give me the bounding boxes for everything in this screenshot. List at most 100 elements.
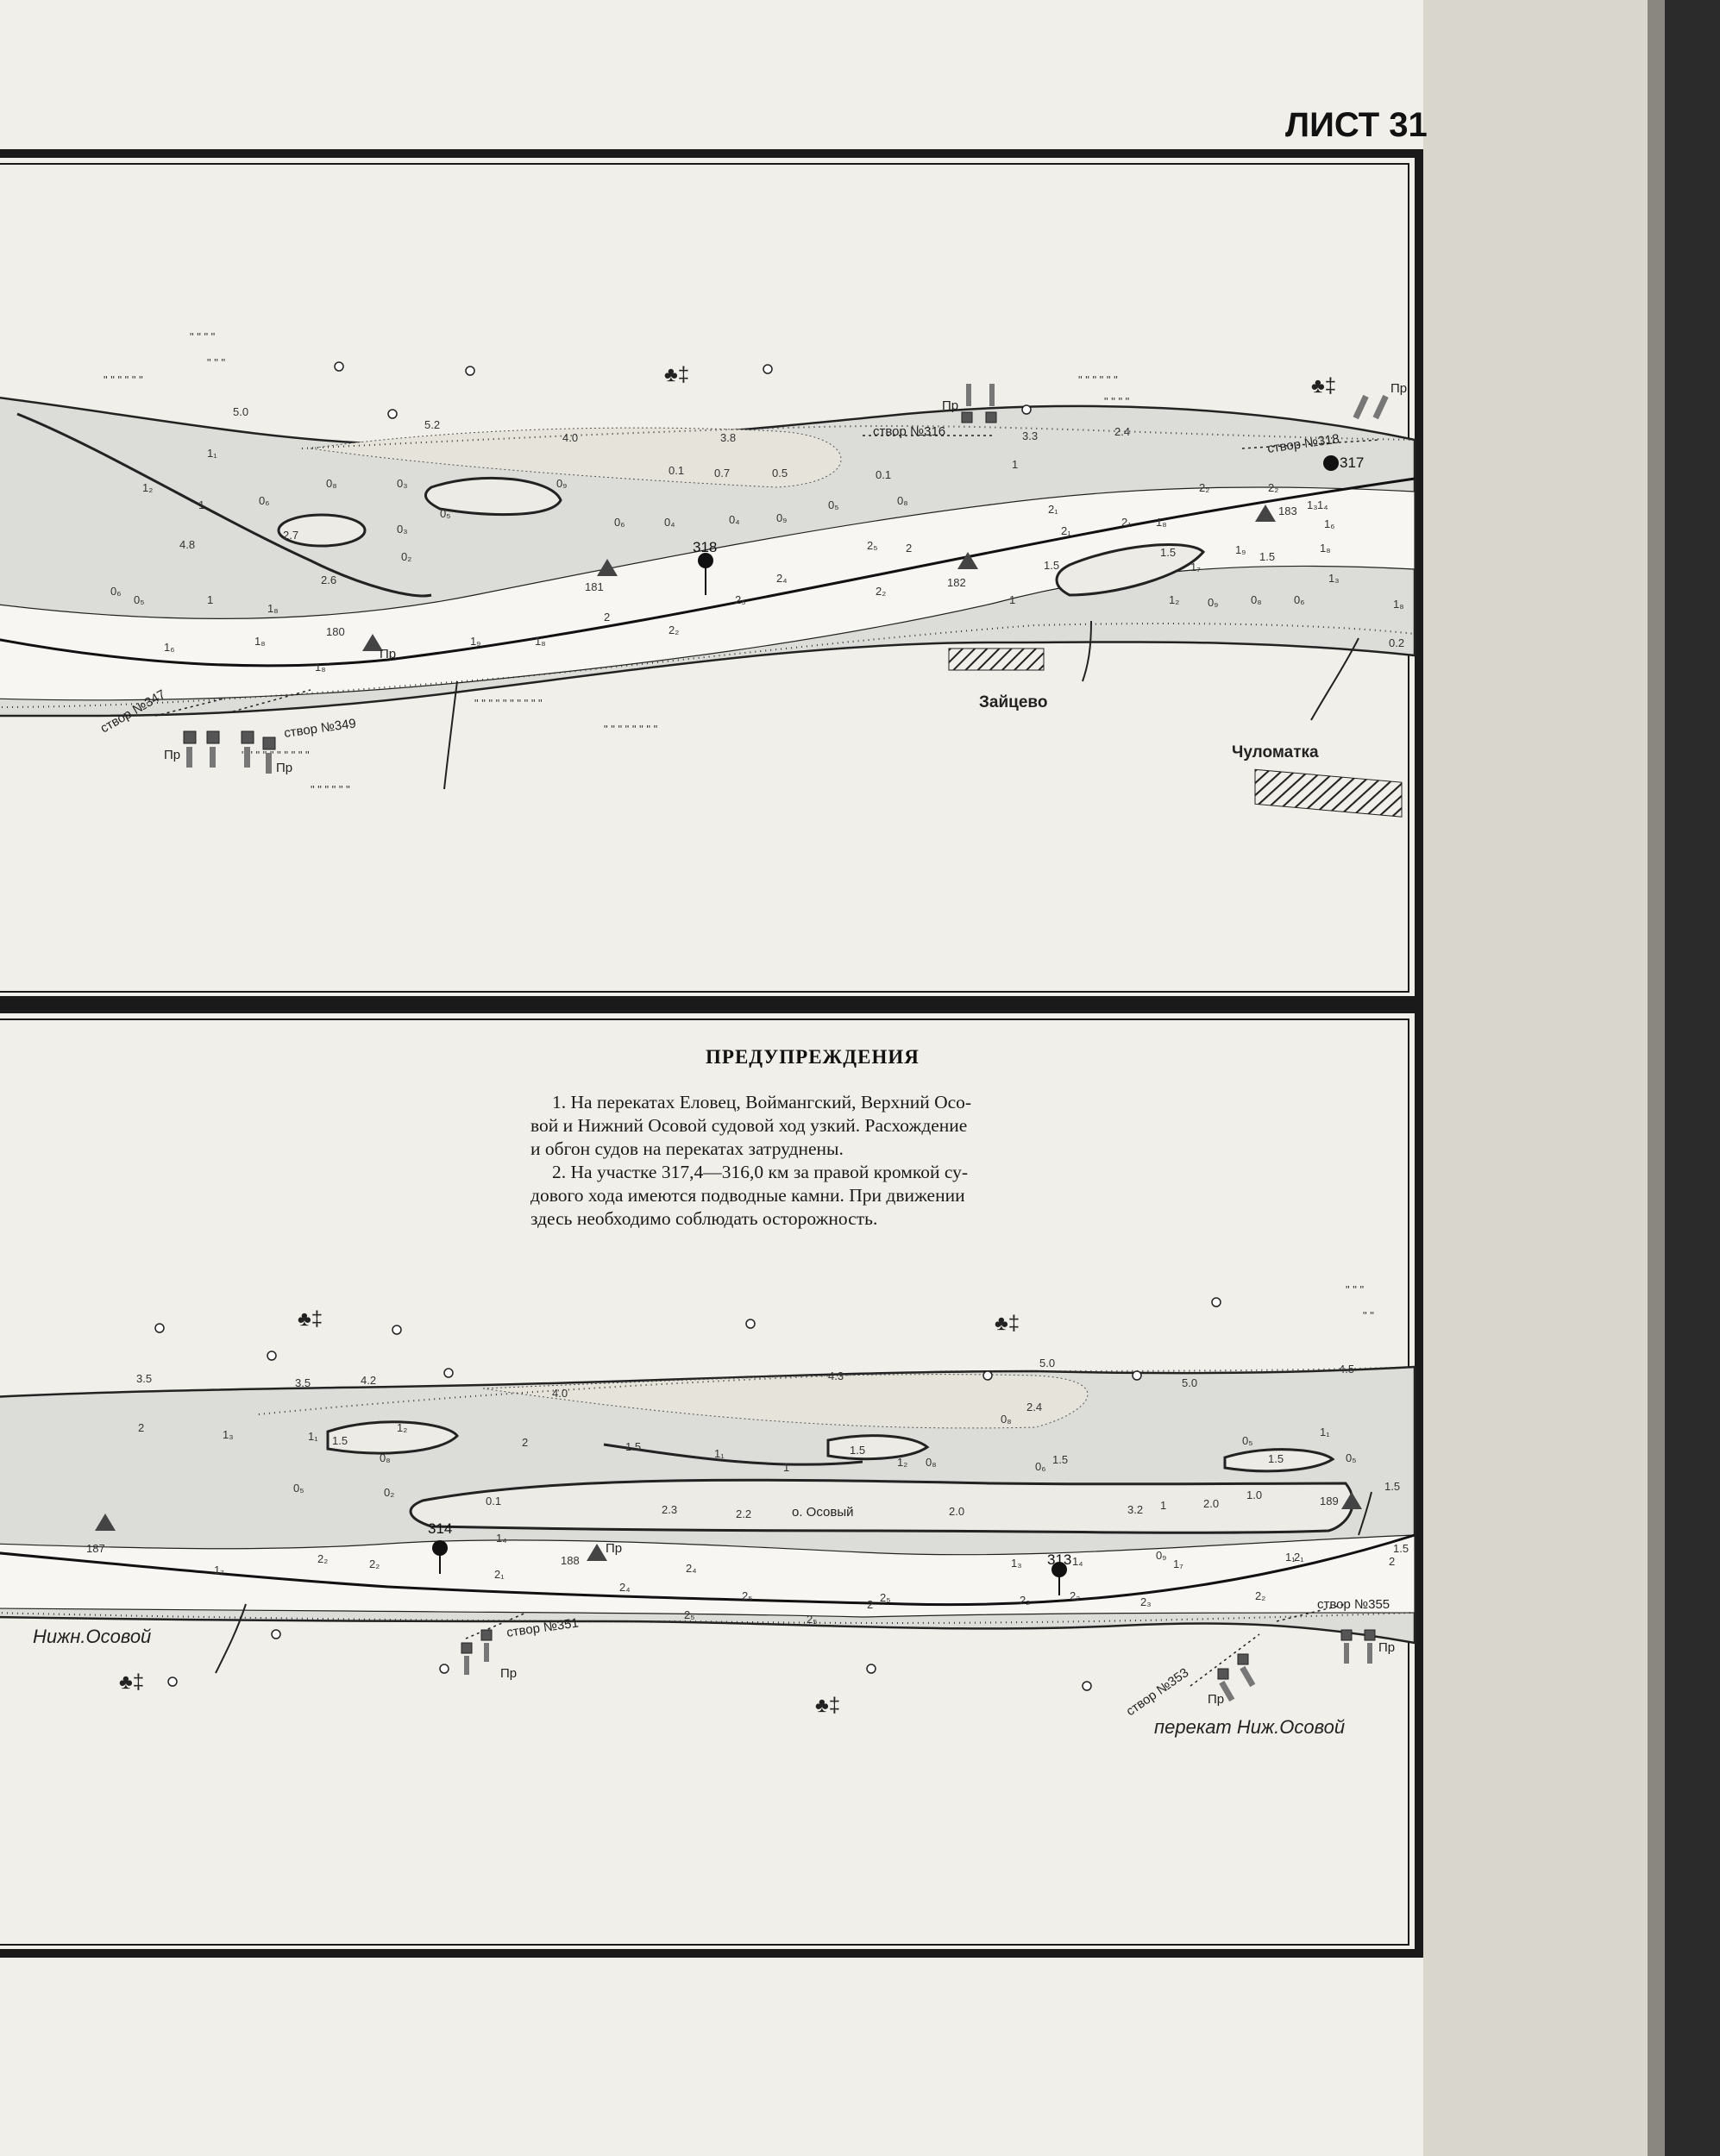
depth-sounding: 1.5 <box>850 1444 865 1457</box>
sign-label: Пр <box>164 748 180 762</box>
depth-sounding: 1.0 <box>1246 1489 1262 1501</box>
depth-sounding: 0.2 <box>1389 636 1404 649</box>
depth-sounding: 1₈ <box>535 635 546 648</box>
depth-sounding: 1₂ <box>142 481 153 494</box>
settlement-zaytsevo <box>948 648 1045 671</box>
depth-sounding: 2₂ <box>669 624 679 636</box>
km-marker-317: 317 <box>1323 454 1364 471</box>
depth-sounding: 2.0 <box>1203 1497 1219 1510</box>
depth-sounding: 0₅ <box>440 507 450 520</box>
svg-text:" " " " " " " ": " " " " " " " " " " <box>242 749 310 761</box>
sheet-title: ЛИСТ 31 <box>1285 106 1428 144</box>
island-bottom-2 <box>826 1434 930 1461</box>
depth-sounding: 0₉ <box>1156 1549 1166 1562</box>
depth-sounding: 0₈ <box>380 1451 391 1464</box>
landmark-circles-top <box>334 361 1032 419</box>
nav-signs-bottom: Пр Пр Пр Пр <box>461 1541 1395 1707</box>
shoal-line-bottom <box>603 1443 863 1466</box>
svg-text:" " " " " " " ": " " " " " " " " <box>604 723 658 736</box>
km-marker-314: 314 <box>428 1520 452 1574</box>
depth-sounding: 2.3 <box>662 1503 677 1516</box>
right-bank-bottom <box>0 1612 1416 1624</box>
channel-top <box>0 486 1416 701</box>
svg-text:" " " " " ": " " " " " " <box>104 373 143 386</box>
stream-3 <box>1310 637 1359 721</box>
buoy-187: 187 <box>86 1514 116 1555</box>
depth-sounding: 1₁ <box>1320 1426 1330 1438</box>
landmark-circles-bottom <box>154 1297 1221 1691</box>
depth-sounding: 0₆ <box>614 516 625 529</box>
depth-sounding: 1₃ <box>1328 572 1340 585</box>
right-bank-top <box>0 623 1416 708</box>
depth-sounding: 1 <box>1160 1499 1166 1512</box>
depth-sounding: 0₆ <box>1035 1460 1045 1473</box>
depth-sounding: 0₃ <box>397 523 408 536</box>
island-bottom-3 <box>1223 1448 1335 1473</box>
depth-sounding: 1₇ <box>1190 561 1201 573</box>
depth-sounding: 3.2 <box>1127 1503 1143 1516</box>
depth-sounding: 0₈ <box>926 1456 937 1469</box>
depth-sounding: 2₂ <box>1020 1594 1030 1607</box>
depth-sounding: 2₂ <box>1199 481 1209 494</box>
depth-sounding: 0₉ <box>776 511 787 524</box>
depth-sounding: 2.0 <box>949 1505 964 1518</box>
depth-sounding: 1₄ <box>1072 1555 1083 1568</box>
place-zaytsevo: Зайцево <box>979 693 1047 711</box>
buoy-189: 189 <box>1320 1492 1362 1509</box>
buoy-label: 183 <box>1278 505 1297 517</box>
depth-sounding: 5.2 <box>424 418 440 431</box>
depth-sounding: 1.5 <box>1259 550 1275 563</box>
depth-sounding: 1₂ <box>897 1456 907 1469</box>
depth-sounding: 1₈ <box>254 635 266 648</box>
depth-sounding: 0.5 <box>772 467 788 479</box>
meadow-symbols-bottom: " " " " " <box>1346 1283 1374 1322</box>
depth-sounding: 1₈ <box>1156 516 1167 529</box>
svg-text:" " " ": " " " " <box>190 330 216 343</box>
buoy-label: 182 <box>947 576 966 589</box>
warning-2-line-2: дового хода имеются подводные камни. При… <box>530 1185 965 1206</box>
depth-sounding: 4.3 <box>828 1369 844 1382</box>
settlement-chulomatka <box>1254 768 1403 818</box>
warning-2-line-3: здесь необходимо соблюдать осторожность. <box>530 1208 877 1229</box>
depth-sounding: 0₅ <box>828 498 838 511</box>
stvor-line-349 <box>232 689 311 712</box>
island-top-1 <box>424 476 562 517</box>
sign-label: Пр <box>942 398 958 413</box>
depth-sounding: 2₅ <box>735 593 745 606</box>
depth-sounding: 2.4 <box>1114 425 1130 438</box>
depth-sounding: 1₇ <box>1173 1557 1183 1570</box>
warning-1-line-2: вой и Нижний Осовой судовой ход узкий. Р… <box>530 1115 967 1136</box>
stream-4 <box>215 1603 247 1674</box>
sign-label: Пр <box>1208 1692 1224 1707</box>
depth-sounding: 0₉ <box>1208 596 1218 609</box>
depth-sounding: 1₂ <box>1169 593 1179 606</box>
depth-sounding: 2₁ <box>494 1568 505 1581</box>
buoy-label: 180 <box>326 625 345 638</box>
island-top-2 <box>277 513 367 548</box>
stvor-label: створ №316 <box>873 424 945 439</box>
depth-sounding: 4.0 <box>562 431 578 444</box>
place-chulomatka: Чуломатка <box>1232 743 1319 761</box>
depth-sounding: 2₅ <box>867 539 877 552</box>
depth-sounding: 2₂ <box>317 1552 328 1565</box>
depth-sounding: 1 <box>1009 593 1015 606</box>
depth-sounding: 1₃ <box>1011 1557 1022 1570</box>
depth-sounding: 1₈ <box>1393 598 1404 611</box>
depth-sounding: 1.5 <box>1268 1452 1284 1465</box>
depth-sounding: 1₈ <box>267 602 279 615</box>
page-stack <box>1648 0 1665 2156</box>
depth-sounding: 0₅ <box>134 593 144 606</box>
shoal-line-top <box>16 412 432 598</box>
km-marker-313: 313 <box>1047 1551 1071 1595</box>
sign-label: Пр <box>276 761 292 775</box>
depth-sounding: 4.8 <box>179 538 195 551</box>
depth-sounding: 0₈ <box>1251 593 1262 606</box>
depth-sounding: 2₅ <box>742 1589 752 1602</box>
depth-sounding: 1₈ <box>315 661 326 674</box>
bottom-map-frame <box>0 1005 1423 1958</box>
km-label: 318 <box>693 539 717 555</box>
depth-sounding: 2₅ <box>807 1613 817 1626</box>
